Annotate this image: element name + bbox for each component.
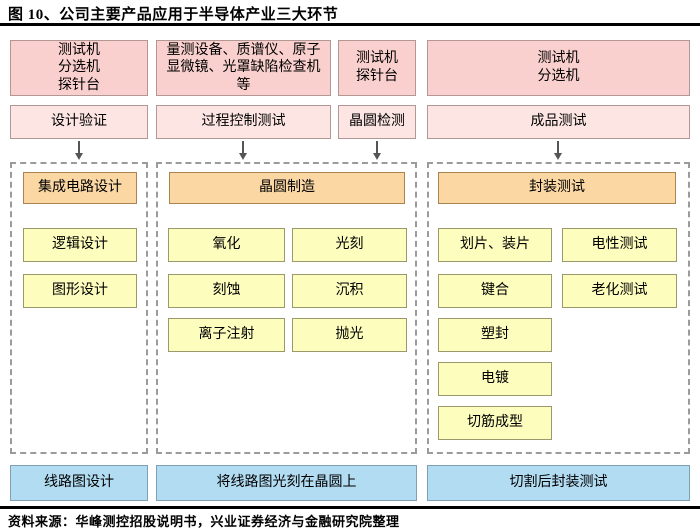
step-polishing: 抛光	[292, 318, 407, 352]
down-arrow-icon	[554, 153, 562, 160]
section-header-package-test: 封装测试	[438, 172, 676, 204]
step-electrical-test: 电性测试	[562, 228, 677, 262]
step-graphic-design: 图形设计	[23, 274, 137, 308]
step-burn-in-test: 老化测试	[562, 274, 677, 308]
product-box-design: 测试机 分选机 探针台	[10, 40, 148, 96]
down-arrow-icon	[239, 153, 247, 160]
product-box-wafer: 测试机 探针台	[338, 40, 416, 96]
section-wafer-fab	[156, 162, 417, 454]
test-box-process-control: 过程控制测试	[156, 105, 331, 139]
down-arrow-icon	[242, 141, 244, 154]
step-deposition: 沉积	[292, 274, 407, 308]
step-etching: 刻蚀	[168, 274, 285, 308]
test-box-wafer-test: 晶圆检测	[338, 105, 416, 139]
source-note: 资料来源：华峰测控招股说明书，兴业证券经济与金融研究院整理	[8, 514, 400, 529]
step-lithography: 光刻	[292, 228, 407, 262]
step-dicing-mounting: 划片、装片	[438, 228, 552, 262]
step-ion-implant: 离子注射	[168, 318, 285, 352]
figure-title: 图 10、公司主要产品应用于半导体产业三大环节	[8, 7, 339, 23]
outcome-box-post-dice-test: 切割后封装测试	[427, 465, 690, 501]
outcome-box-litho-on-wafer: 将线路图光刻在晶圆上	[156, 465, 417, 501]
test-box-final-test: 成品测试	[427, 105, 690, 139]
section-ic-design	[10, 162, 148, 454]
down-arrow-icon	[373, 153, 381, 160]
outcome-box-circuit-design: 线路图设计	[10, 465, 148, 501]
down-arrow-icon	[78, 141, 80, 154]
step-molding: 塑封	[438, 318, 552, 352]
product-box-process: 量测设备、质谱仪、原子显微镜、光罩缺陷检查机等	[156, 40, 331, 96]
section-header-ic-design: 集成电路设计	[23, 172, 137, 204]
step-bonding: 键合	[438, 274, 552, 308]
down-arrow-icon	[557, 141, 559, 154]
section-package-test	[427, 162, 690, 454]
step-logic-design: 逻辑设计	[23, 228, 137, 262]
test-box-design-verification: 设计验证	[10, 105, 148, 139]
step-trim-form: 切筋成型	[438, 406, 552, 440]
title-divider	[0, 23, 700, 26]
footer-divider	[0, 506, 700, 509]
section-header-wafer-fab: 晶圆制造	[169, 172, 405, 204]
down-arrow-icon	[376, 141, 378, 154]
product-box-final: 测试机 分选机	[427, 40, 690, 96]
step-oxidation: 氧化	[168, 228, 285, 262]
step-plating: 电镀	[438, 362, 552, 396]
down-arrow-icon	[75, 153, 83, 160]
